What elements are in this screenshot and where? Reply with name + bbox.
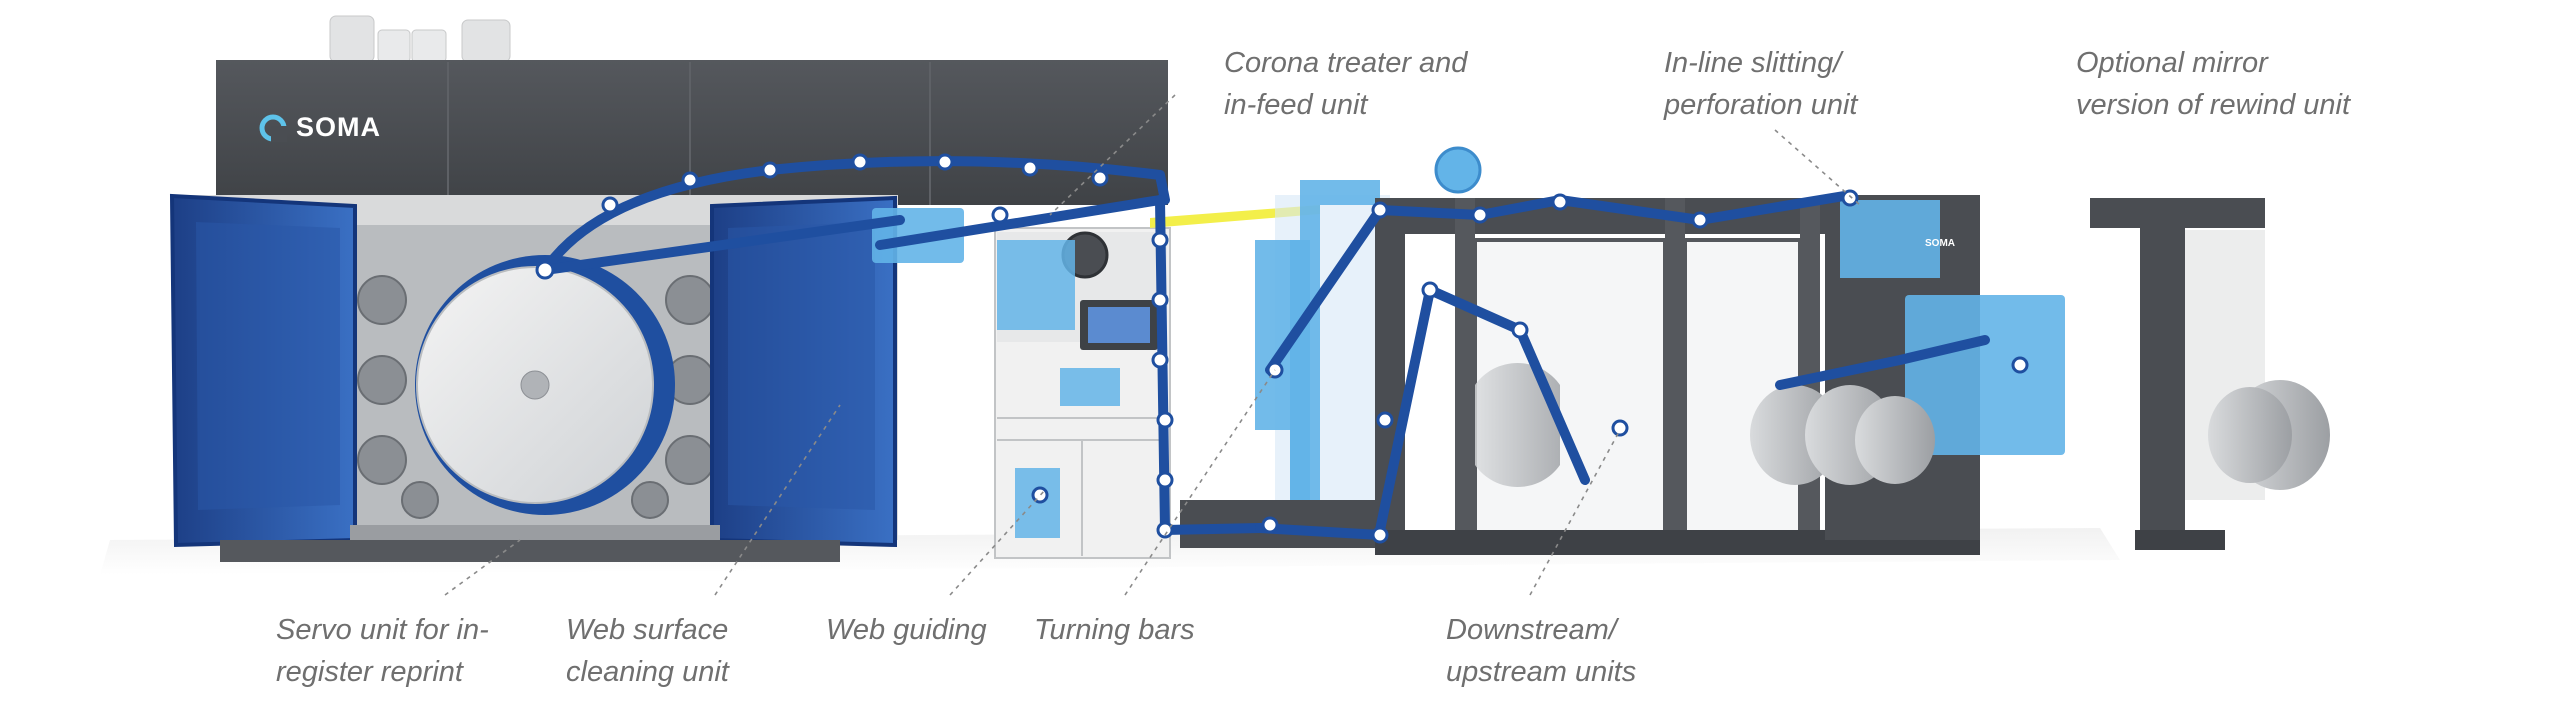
callout-mirror: Optional mirror version of rewind unit xyxy=(2076,47,2351,121)
callout-guiding: Web guiding xyxy=(826,614,987,646)
web-path-segment xyxy=(1255,523,1385,540)
leader-corona xyxy=(1049,94,1176,216)
callout-leaders xyxy=(444,94,1861,596)
infeed-highlight xyxy=(997,240,1075,330)
vent-duct xyxy=(461,19,511,63)
frame-post xyxy=(1455,198,1475,553)
callout-downstream: Downstream/ upstream units xyxy=(1446,614,1637,688)
brand-name: SOMA xyxy=(296,112,381,142)
printing-unit xyxy=(169,15,1168,562)
web-path-segment xyxy=(1375,285,1590,535)
leader-turning xyxy=(1124,369,1276,596)
callout-turning: Turning bars xyxy=(1034,614,1195,646)
leader-cleaning xyxy=(714,404,841,596)
mirror-frame-base xyxy=(2135,530,2225,550)
panel-brand: SOMA xyxy=(1925,238,1955,249)
callout-servo: Servo unit for in- register reprint xyxy=(276,614,489,688)
corona-infeed-unit xyxy=(994,227,1171,559)
turning-bar-blue xyxy=(1300,180,1380,520)
callout-slitting: In-line slitting/ perforation unit xyxy=(1664,47,1858,121)
web-path-segment xyxy=(1265,190,1855,375)
guiding-highlight xyxy=(1060,368,1120,406)
leader-downstream xyxy=(1529,429,1621,596)
slitting-rewind-unit xyxy=(1750,195,2065,540)
left-door-frame xyxy=(196,222,340,510)
turning-cap xyxy=(1434,146,1482,194)
mirror-rewind-unit xyxy=(2090,198,2330,550)
callout-cleaning: Web surface cleaning unit xyxy=(566,614,729,688)
mirror-roll xyxy=(2208,387,2292,483)
web-path-segment xyxy=(1160,523,1265,535)
vent-duct xyxy=(411,29,447,63)
leader-servo xyxy=(444,539,521,596)
frame-roll xyxy=(1475,362,1560,488)
perforation-highlight xyxy=(1905,295,2065,455)
soma-logo-icon xyxy=(259,114,287,142)
web-path-segment xyxy=(540,156,1170,275)
web-rollers xyxy=(535,153,2029,544)
right-door-frame xyxy=(728,222,875,510)
vent-duct xyxy=(377,29,411,63)
web-path xyxy=(540,156,1990,540)
web-path-segment xyxy=(1775,335,1990,390)
leader-slitting xyxy=(1774,129,1861,206)
mirror-frame xyxy=(2140,198,2185,543)
frame-post xyxy=(1665,198,1685,553)
web-path-segment xyxy=(875,195,1165,250)
web-path-segment xyxy=(540,215,905,275)
turning-base xyxy=(1180,500,1380,548)
print-decks xyxy=(357,275,715,519)
press-base xyxy=(220,540,840,562)
drum-hub xyxy=(520,370,550,400)
turning-bar-blue xyxy=(1255,240,1295,430)
brand-logo: SOMA xyxy=(258,112,381,143)
leader-guiding xyxy=(949,489,1046,596)
callout-corona: Corona treater and in-feed unit xyxy=(1224,47,1468,121)
vent-duct xyxy=(329,15,375,63)
rewind-roll xyxy=(1855,396,1935,484)
control-screen-display xyxy=(1088,307,1150,343)
floor-grating xyxy=(350,525,720,541)
slitting-highlight xyxy=(1840,200,1940,278)
